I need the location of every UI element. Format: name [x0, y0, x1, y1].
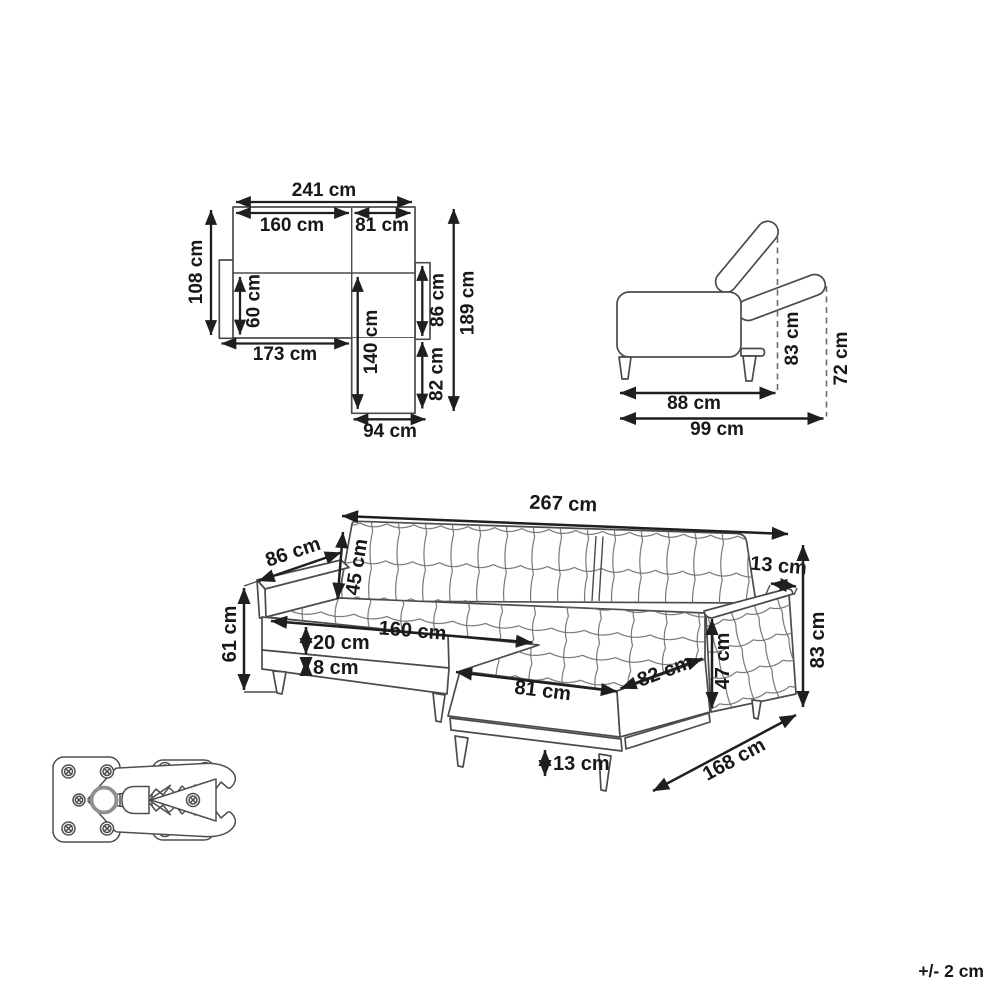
- side-backrest-upright: [714, 220, 779, 294]
- mechanism-view: [52, 756, 237, 843]
- screw: [61, 764, 76, 779]
- persp-arrow-160: [270, 615, 533, 648]
- tolerance-note: +/- 2 cm: [918, 961, 984, 981]
- persp-label-13-leg: 13 cm: [553, 753, 610, 775]
- persp-arrow-86: [258, 551, 342, 583]
- side-label-83: 83 cm: [782, 312, 803, 366]
- plan-label-241: 241 cm: [292, 180, 356, 201]
- persp-tick-13-right: [793, 587, 798, 596]
- persp-arrow-13-armrest: [770, 578, 797, 592]
- persp-label-47: 47 cm: [712, 633, 734, 690]
- plan-label-108: 108 cm: [186, 240, 207, 304]
- side-label-72: 72 cm: [831, 332, 852, 386]
- plan-label-140: 140 cm: [361, 310, 382, 374]
- side-view: 83 cm 72 cm 88 cm 99 cm: [616, 220, 852, 440]
- mechanism-pivot-circle: [89, 785, 119, 815]
- plan-label-86: 86 cm: [428, 273, 449, 327]
- sofa-middle-leg: [432, 692, 446, 723]
- right-armrest-tufting: [706, 594, 796, 712]
- persp-label-13-armrest: 13 cm: [749, 553, 807, 580]
- screw: [72, 793, 86, 807]
- persp-label-61: 61 cm: [219, 606, 241, 663]
- backrest-tufting: [338, 521, 756, 603]
- screw: [185, 792, 201, 808]
- side-front-leg: [618, 356, 632, 380]
- persp-arrow-267: [341, 510, 789, 540]
- plan-label-173: 173 cm: [253, 344, 317, 365]
- plan-label-160: 160 cm: [260, 215, 324, 236]
- persp-label-168: 168 cm: [699, 734, 769, 786]
- mechanism-left-screws: [61, 764, 201, 836]
- chaise-front-right-leg: [598, 753, 612, 792]
- persp-arrow-45: [332, 531, 349, 600]
- side-label-88: 88 cm: [667, 393, 721, 414]
- persp-label-8: 8 cm: [313, 657, 359, 679]
- side-rear-leg: [742, 355, 757, 382]
- backrest-seam-left: [591, 535, 597, 602]
- plan-label-189: 189 cm: [458, 271, 479, 335]
- plan-label-82: 82 cm: [427, 347, 448, 401]
- persp-arrow-82: [620, 657, 703, 690]
- perspective-view: 267 cm 86 cm 45 cm 61 cm 20 cm 8 cm 160 …: [219, 492, 829, 793]
- mechanism-inner-wedge: [148, 784, 172, 816]
- persp-tick-13-left: [765, 584, 771, 595]
- persp-arrow-168: [652, 713, 797, 793]
- side-rear-bracket: [740, 347, 766, 357]
- screw: [61, 821, 76, 836]
- mechanism-outer-wedge: [150, 778, 217, 822]
- right-armrest-leg: [751, 699, 762, 720]
- persp-label-83: 83 cm: [807, 612, 829, 669]
- screw: [99, 764, 115, 779]
- plan-label-81: 81 cm: [355, 215, 409, 236]
- plan-label-94: 94 cm: [363, 421, 417, 442]
- plan-left-armrest: [218, 259, 235, 340]
- mechanism-pivot-bar: [121, 785, 150, 815]
- chaise-front-left-leg: [454, 735, 469, 768]
- sofa-front-left-leg: [272, 670, 287, 695]
- plan-view: 241 cm 160 cm 81 cm 108 cm 60 cm 173 cm …: [186, 180, 479, 442]
- side-body: [616, 291, 742, 358]
- chaise-front-base: [449, 717, 623, 752]
- persp-tick-61-top: [243, 580, 258, 587]
- persp-label-267: 267 cm: [529, 492, 598, 517]
- plan-label-60: 60 cm: [244, 274, 265, 328]
- persp-label-20: 20 cm: [313, 632, 370, 654]
- side-label-99: 99 cm: [690, 419, 744, 440]
- screw: [99, 821, 115, 836]
- backrest-seam-right: [598, 536, 604, 602]
- persp-arrow-81: [455, 667, 618, 697]
